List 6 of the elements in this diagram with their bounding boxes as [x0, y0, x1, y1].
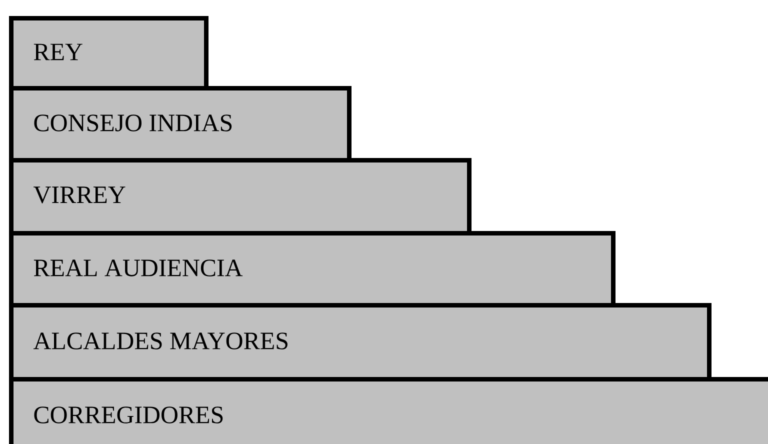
level-bar: ALCALDES MAYORES [9, 303, 712, 382]
level-bar: CONSEJO INDIAS [9, 86, 352, 162]
level-bar: REY [9, 16, 208, 90]
level-bar: REAL AUDIENCIA [9, 231, 616, 308]
level-bar: VIRREY [9, 158, 472, 236]
level-bar: CORREGIDORES [9, 377, 768, 444]
